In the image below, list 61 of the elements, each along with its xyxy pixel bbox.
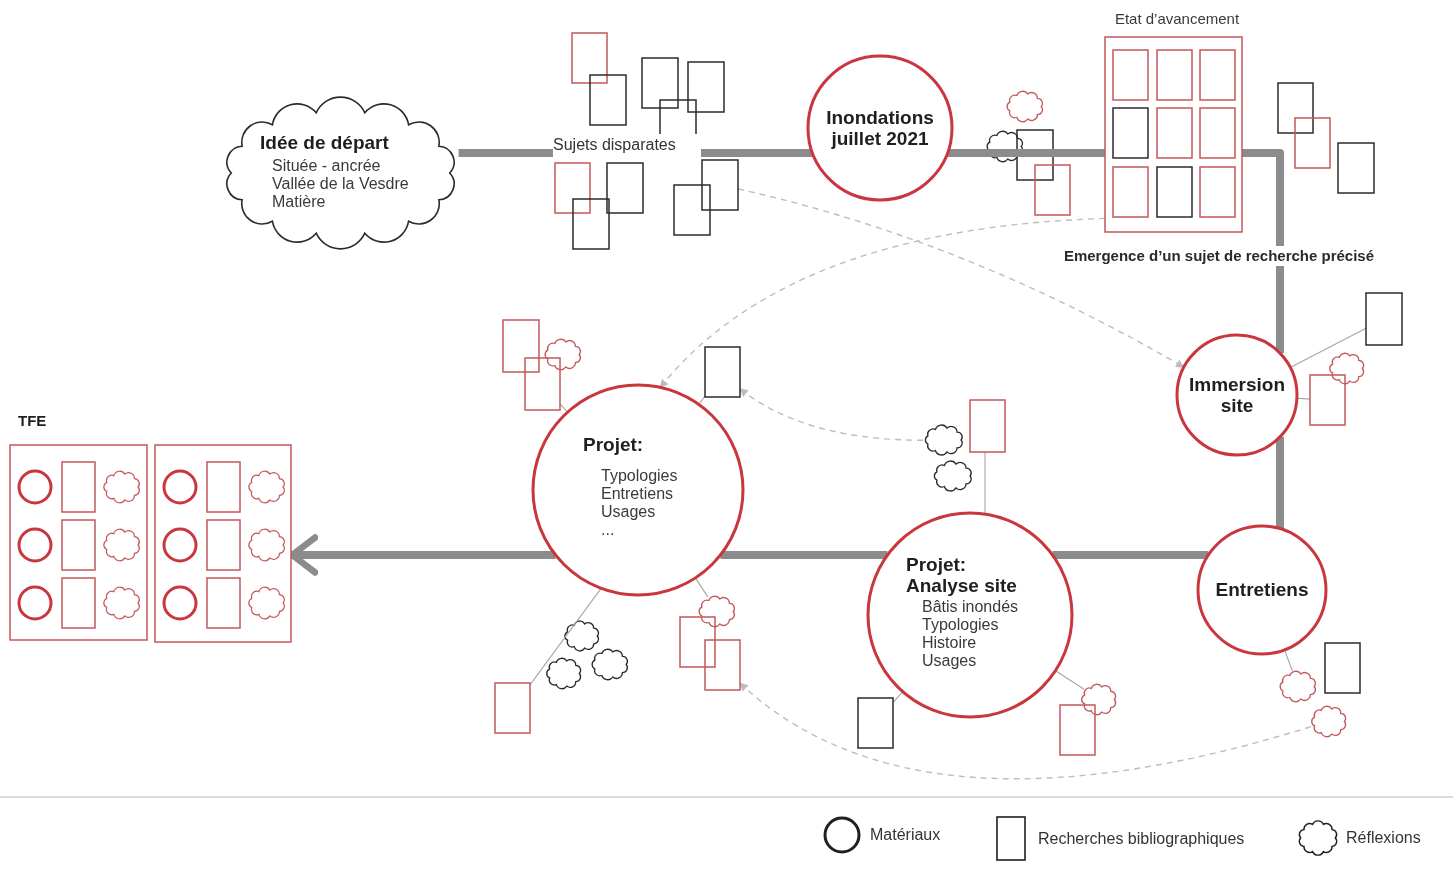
document-icon [1366, 293, 1402, 345]
node-text: Typologies [922, 616, 1000, 635]
node-title: Projet: Analyse site [906, 553, 1018, 597]
node-text: Vallée de la Vesdre [272, 174, 410, 193]
circle-node [1198, 526, 1326, 654]
thought-cloud-icon [697, 595, 737, 628]
connector-line [698, 395, 706, 406]
document-icon [702, 160, 738, 210]
connector-line [892, 691, 904, 704]
document-icon [495, 683, 530, 733]
node-text: Histoire [922, 634, 978, 653]
output-panel [155, 445, 291, 642]
flow-line [720, 551, 888, 559]
document-icon [705, 347, 740, 397]
node-text: Usages [922, 652, 978, 671]
document-icon [1310, 375, 1345, 425]
node-text: Entretiens [601, 484, 675, 503]
panel-heading: Etat d’avancement [1113, 11, 1241, 28]
node-text: Typologies [601, 466, 679, 485]
circle-node [808, 56, 952, 200]
circle-node [868, 513, 1072, 717]
connector-line [1296, 397, 1311, 400]
node-title: Entretiens [1215, 579, 1309, 601]
connector-line [1054, 670, 1085, 690]
connector-line [984, 451, 986, 515]
connector-line [1283, 649, 1293, 672]
connector-line [694, 577, 709, 598]
document-icon [970, 400, 1005, 452]
thought-cloud-icon [1310, 705, 1348, 738]
flow-line [701, 149, 813, 157]
flow-line [1052, 551, 1209, 559]
connector-line [559, 403, 569, 413]
legend-label: Réflexions [1346, 828, 1421, 848]
document-icon [705, 640, 740, 690]
dashed-arrow [739, 388, 924, 441]
node-title: Immersion site [1187, 373, 1287, 417]
dashed-arrow [737, 188, 1185, 368]
legend-label: Recherches bibliographiques [1038, 828, 1245, 849]
circle-node [533, 385, 743, 595]
node-text: Matière [272, 192, 327, 211]
dashed-arrow [739, 682, 1312, 780]
dashed-arrow [659, 217, 1106, 389]
connector-line [529, 587, 602, 686]
document-icon [858, 698, 893, 748]
node-title: Inondations juillet 2021 [825, 106, 935, 150]
thought-cloud-icon [923, 424, 965, 456]
flow-line [1276, 436, 1284, 529]
document-icon [525, 358, 560, 410]
node-text: Bâtis inondés [922, 598, 1020, 617]
node-title: Projet: [583, 433, 645, 455]
circle-node [1177, 335, 1297, 455]
flow-line [947, 149, 1105, 157]
thought-cloud-icon [1080, 683, 1118, 716]
connector-line [1289, 327, 1367, 368]
thought-cloud-icon [1278, 670, 1318, 703]
panel-heading: TFE [18, 413, 48, 430]
node-text: ... [601, 520, 616, 539]
node-text: Usages [601, 502, 657, 521]
legend-label: Matériaux [870, 825, 941, 845]
node-title: Idée de départ [260, 131, 390, 153]
node-text: Située - ancrée [272, 156, 382, 175]
